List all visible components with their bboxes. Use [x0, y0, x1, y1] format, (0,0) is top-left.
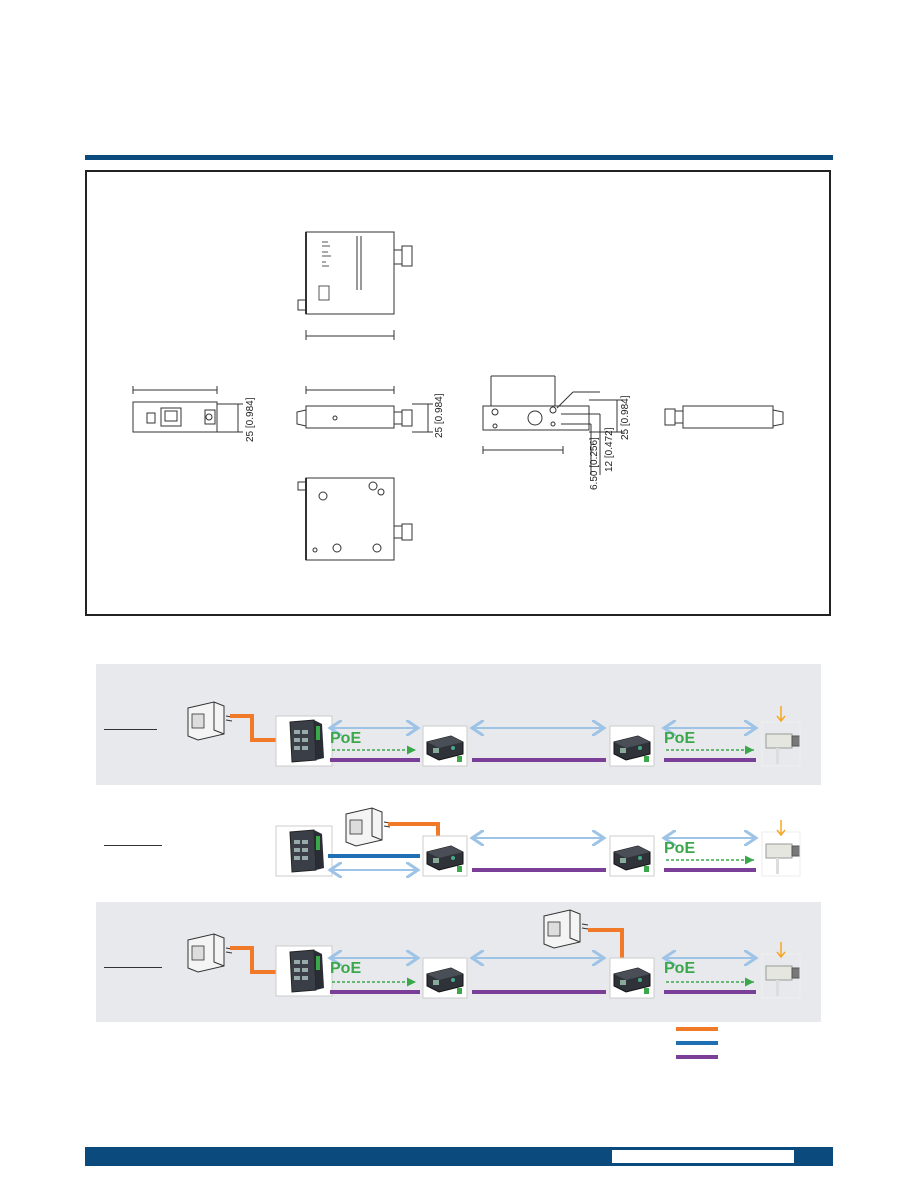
- top-view-drawing: [297, 231, 413, 340]
- injector-2: [345, 807, 391, 847]
- row-2: [275, 807, 801, 877]
- application-band-3: [96, 902, 821, 1022]
- camera-2: [761, 831, 801, 877]
- application-band-1: [96, 664, 821, 785]
- side-height-label: 25 [0.984]: [434, 393, 445, 438]
- poe-badge-1b: PoE: [664, 730, 696, 747]
- lane-3-label-line: [104, 967, 162, 968]
- rear-view-drawing: [482, 375, 623, 475]
- converter-2a: [422, 835, 468, 877]
- rear-offset-2-label: 12 [0.472]: [604, 427, 615, 472]
- rear-height-label: 25 [0.984]: [620, 395, 631, 440]
- right-view-drawing: [664, 405, 784, 429]
- dimensions-drawing: 25 [0.984] 25 [0.984] 6.50 [0.256] 12 [0…: [132, 231, 784, 561]
- poe-badge-3a: PoE: [330, 960, 362, 977]
- switch-2: [275, 825, 333, 877]
- header-rule: [85, 155, 833, 160]
- side-view-drawing: [296, 386, 433, 433]
- poe-badge-2b: PoE: [664, 840, 696, 857]
- dimensions-frame: [85, 170, 831, 616]
- converter-2b: [609, 835, 655, 877]
- bottom-view-drawing: [297, 477, 413, 561]
- footer-box: [612, 1150, 794, 1163]
- poe-badge-1a: PoE: [330, 730, 362, 747]
- poe-badge-3b: PoE: [664, 960, 696, 977]
- lane-1-label-line: [104, 729, 157, 730]
- front-height-label: 25 [0.984]: [245, 397, 256, 442]
- lane-2-label-line: [104, 845, 162, 846]
- rear-offset-1-label: 6.50 [0.256]: [589, 437, 600, 490]
- front-view-drawing: [132, 386, 243, 433]
- legend: [676, 1027, 718, 1059]
